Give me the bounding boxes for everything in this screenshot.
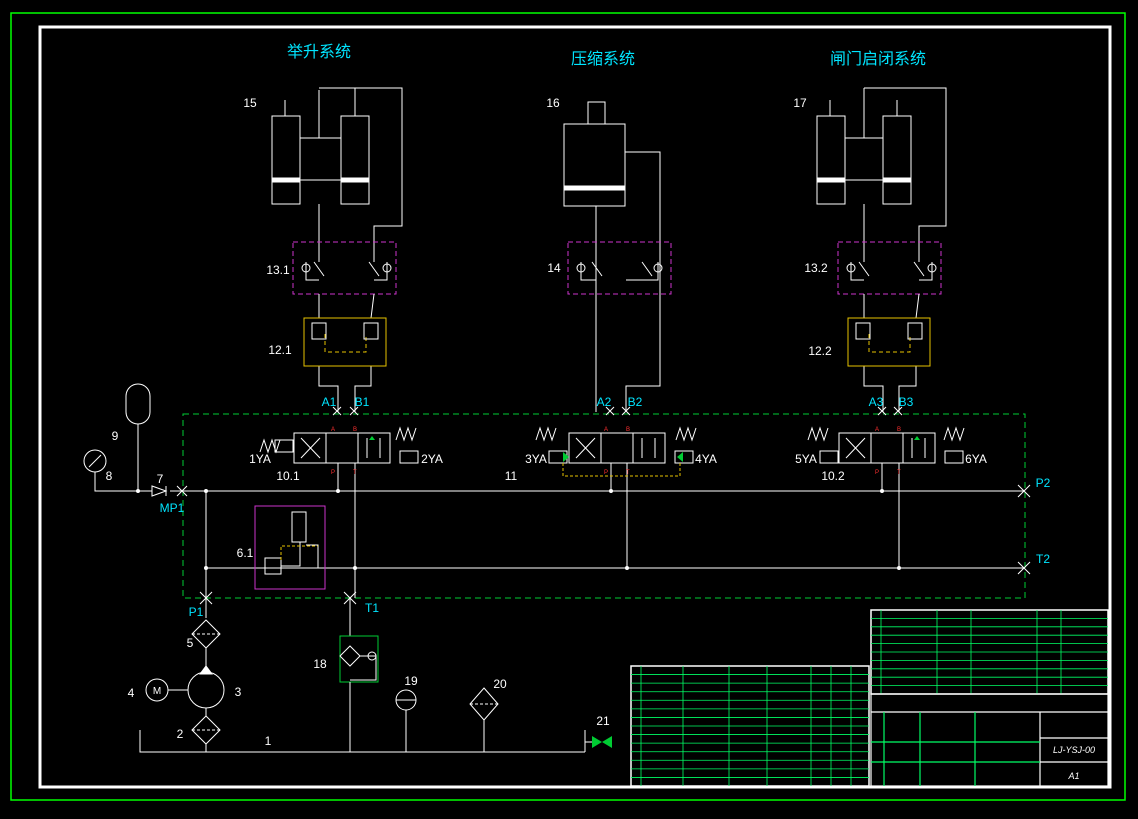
port-mp1: MP1 [160, 501, 185, 515]
valve1-port-a: A [331, 427, 335, 433]
return-filter-18 [339, 635, 379, 683]
pilot-check-12-1 [303, 317, 387, 367]
outer-frame [10, 12, 1126, 801]
filter-2 [191, 715, 221, 745]
valve2-port-b: B [626, 427, 630, 433]
port-a1: A1 [322, 395, 337, 409]
throttle-module-13-1 [292, 241, 397, 295]
relief-module-box [254, 505, 326, 590]
air-filter-20 [469, 687, 499, 752]
port-p2: P2 [1036, 476, 1051, 490]
pilot-check-12-2 [847, 317, 931, 367]
motor-symbol: M [153, 686, 161, 697]
motor-4 [145, 678, 188, 702]
check-valve-7 [151, 485, 168, 497]
label-13-2: 13.2 [804, 261, 828, 275]
relief-valve-6-1 [264, 511, 319, 575]
label-5: 5 [187, 636, 194, 650]
valve3-port-a: A [875, 427, 879, 433]
port-b2: B2 [628, 395, 643, 409]
valve2-port-t: T [626, 470, 630, 476]
label-4: 4 [128, 686, 135, 700]
throttle-module-14 [567, 241, 672, 295]
solenoid-6ya: 6YA [965, 452, 987, 466]
pump-3 [187, 665, 225, 709]
label-20: 20 [493, 677, 507, 691]
throttle-module-13-2 [837, 241, 942, 295]
solenoid-2ya: 2YA [421, 452, 443, 466]
label-19: 19 [404, 674, 418, 688]
valve-manifold [182, 413, 1026, 599]
drawing-border [38, 25, 1112, 789]
drain-valve-21 [585, 736, 612, 748]
valve1-port-p: P [331, 470, 335, 476]
lift-cylinder-pair [271, 100, 370, 205]
port-a3: A3 [869, 395, 884, 409]
solenoid-1ya: 1YA [249, 452, 271, 466]
title-info-block [870, 693, 1109, 787]
valve3-port-t: T [897, 470, 901, 476]
bom-table-left [630, 665, 870, 787]
label-7: 7 [157, 472, 164, 486]
label-6-1: 6.1 [237, 546, 254, 560]
label-10-1: 10.1 [276, 469, 300, 483]
valve1-port-t: T [353, 470, 357, 476]
valve-11 [548, 432, 694, 568]
thermometer-19 [395, 689, 417, 752]
label-12-2: 12.2 [808, 344, 832, 358]
title-gate-system: 闸门启闭系统 [830, 50, 926, 68]
label-11: 11 [505, 469, 518, 483]
label-9: 9 [112, 429, 119, 443]
title-compress-system: 压缩系统 [571, 50, 635, 68]
solenoid-3ya: 3YA [525, 452, 547, 466]
valve-10-1 [274, 432, 419, 598]
label-15: 15 [243, 96, 257, 110]
accumulator-9 [125, 383, 151, 491]
port-b3: B3 [899, 395, 914, 409]
label-8: 8 [106, 469, 113, 483]
title-lift-system: 举升系统 [287, 43, 351, 61]
drawing-number: LJ-YSJ-00 [1053, 745, 1095, 755]
label-14: 14 [547, 261, 561, 275]
pressure-gauge-8 [83, 449, 152, 492]
sheet-size: A1 [1067, 771, 1079, 781]
label-10-2: 10.2 [821, 469, 845, 483]
tank-line-1 [139, 730, 585, 753]
label-1: 1 [265, 734, 272, 748]
label-18: 18 [313, 657, 327, 671]
gate-cylinder-pair [816, 100, 912, 205]
filter-5 [191, 619, 221, 649]
compress-cylinder [563, 101, 661, 412]
port-b1: B1 [355, 395, 370, 409]
valve2-port-p: P [604, 470, 608, 476]
label-3: 3 [235, 685, 242, 699]
label-12-1: 12.1 [268, 343, 292, 357]
port-p1: P1 [189, 605, 204, 619]
bom-table-right [870, 609, 1109, 695]
port-t1: T1 [365, 601, 379, 615]
port-a2: A2 [597, 395, 612, 409]
valve3-port-b: B [897, 427, 901, 433]
label-2: 2 [177, 727, 184, 741]
valve-10-2 [819, 432, 964, 568]
solenoid-5ya: 5YA [795, 452, 817, 466]
valve2-port-a: A [604, 427, 608, 433]
solenoid-4ya: 4YA [695, 452, 717, 466]
label-17: 17 [793, 96, 807, 110]
title-block: LJ-YSJ-00 A1 [630, 609, 1109, 787]
valve3-port-p: P [875, 470, 879, 476]
valve1-port-b: B [353, 427, 357, 433]
label-16: 16 [546, 96, 560, 110]
label-13-1: 13.1 [266, 263, 290, 277]
port-t2: T2 [1036, 552, 1050, 566]
label-21: 21 [596, 714, 610, 728]
